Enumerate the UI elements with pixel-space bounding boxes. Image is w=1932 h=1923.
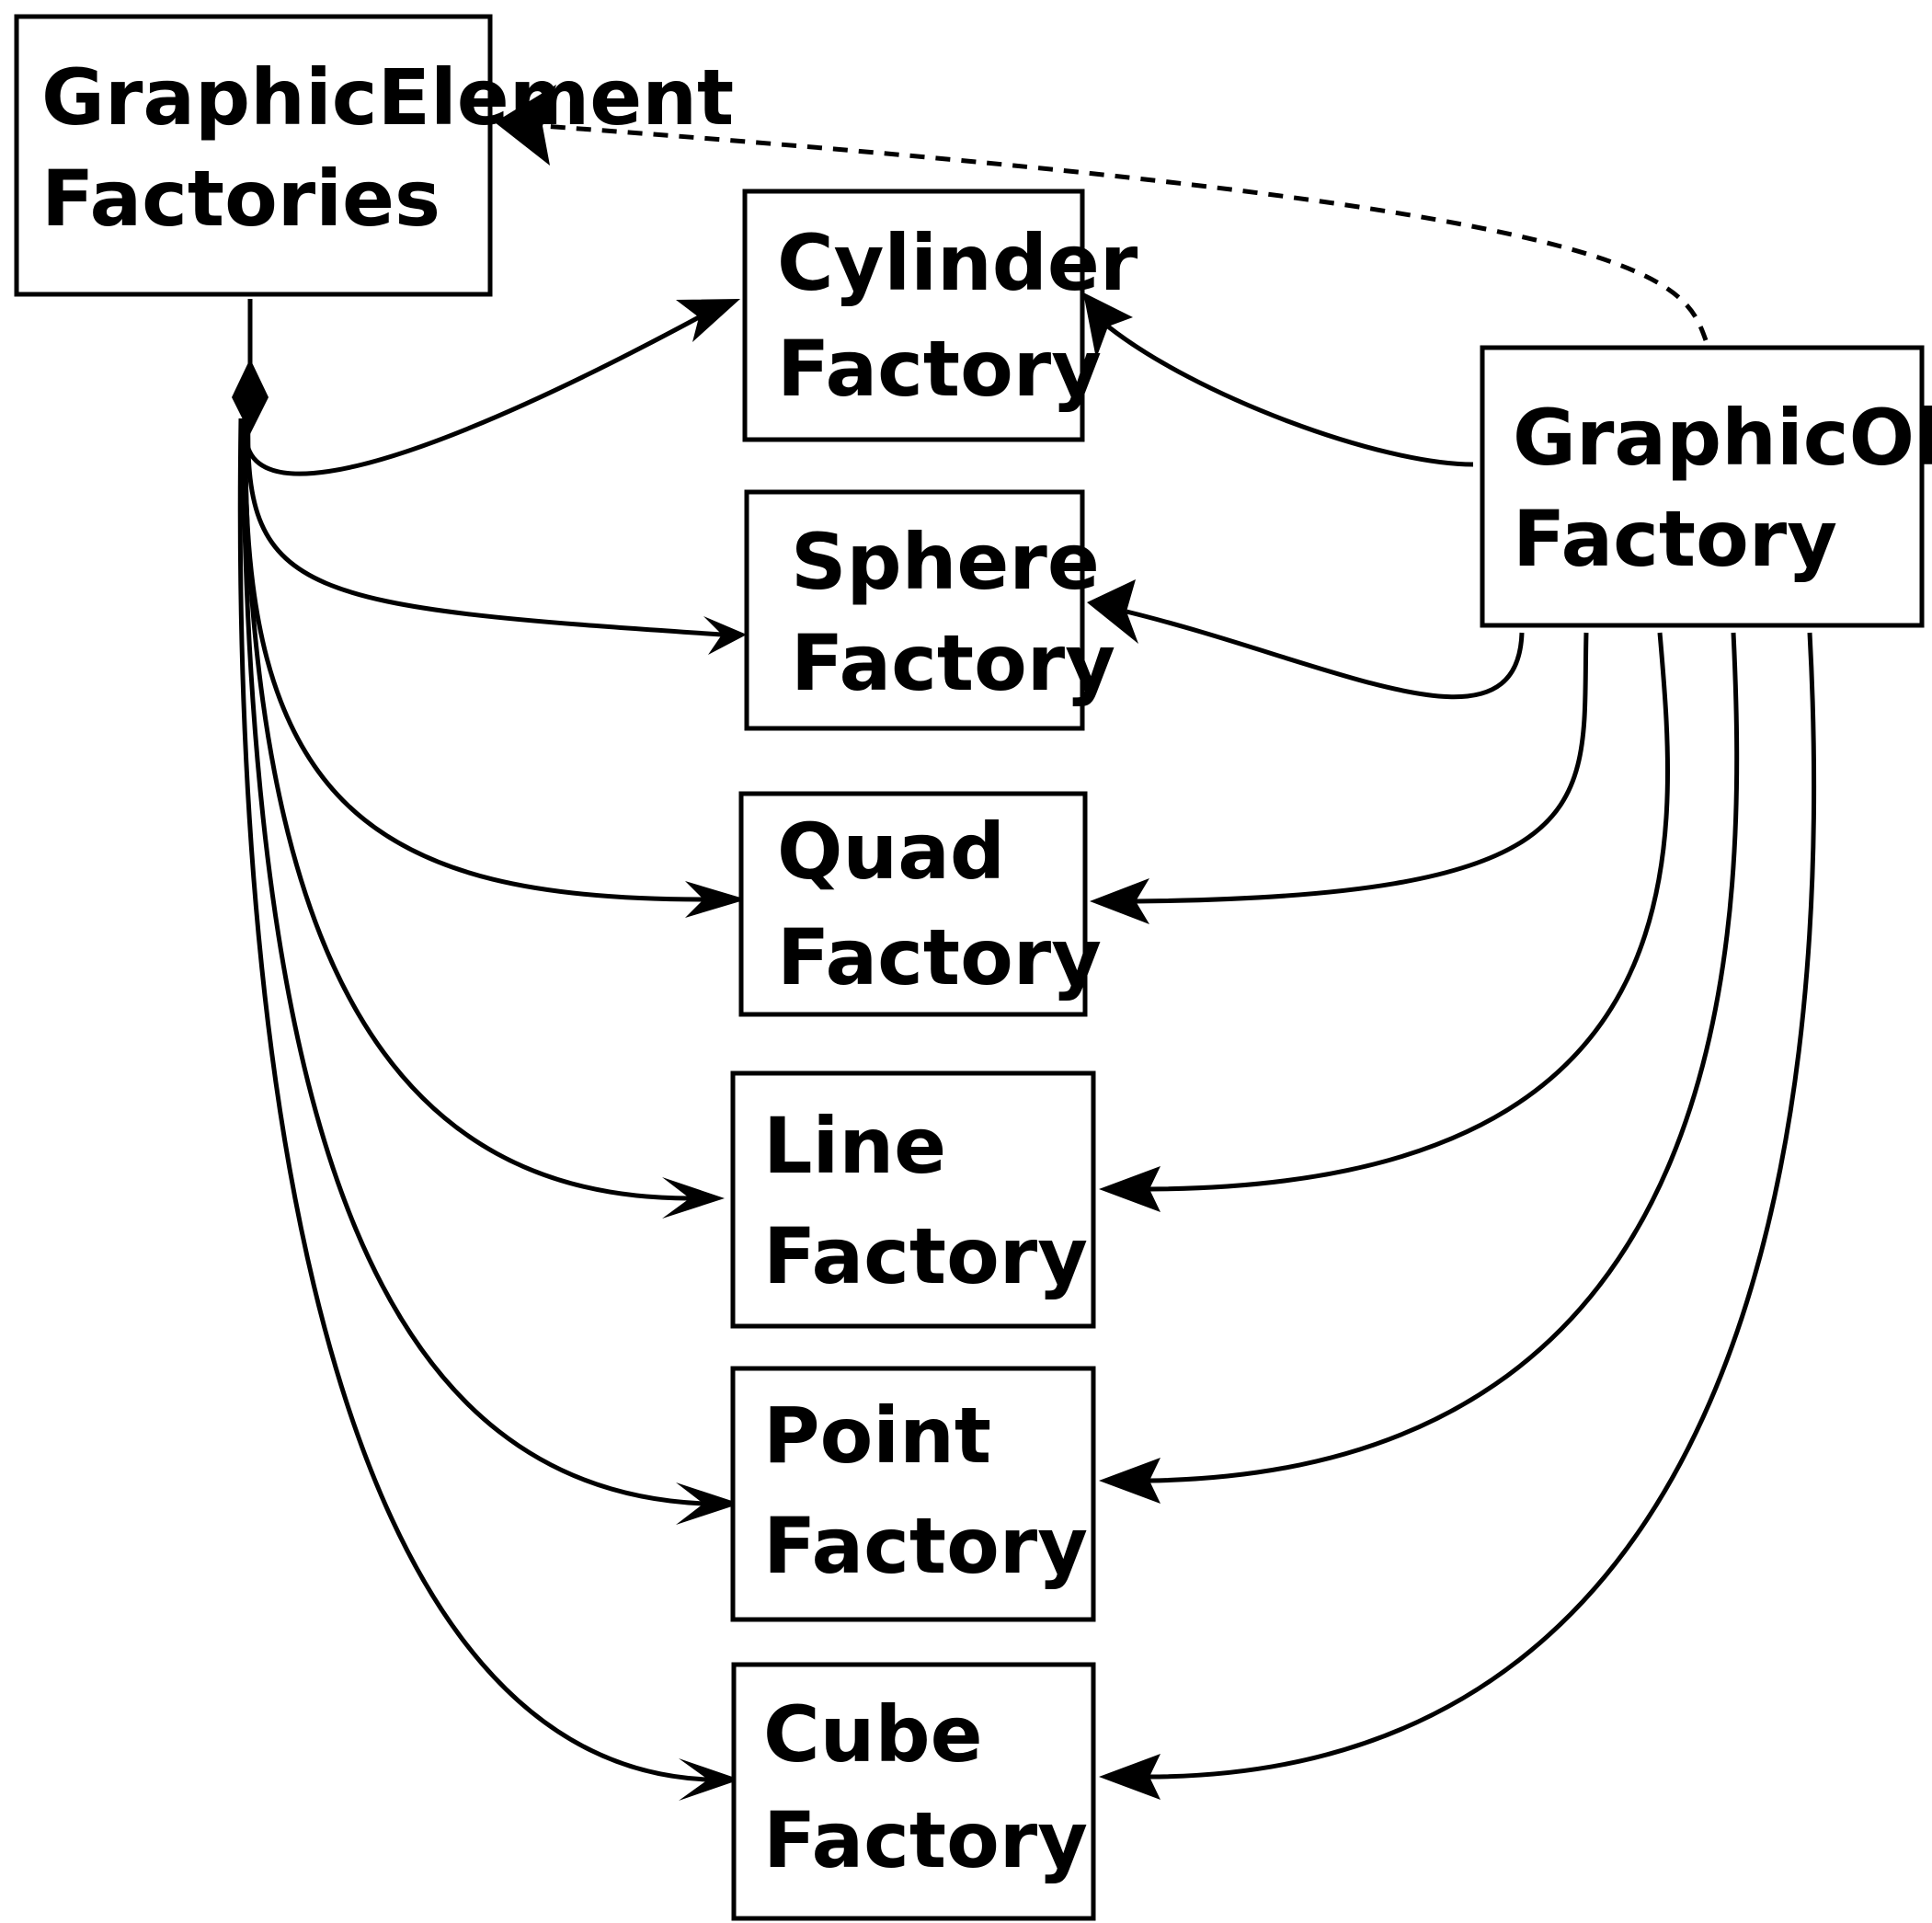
graphic-object-edges [542, 123, 1817, 1780]
edge-gef-to-point [240, 418, 704, 1506]
edge-gef-to-line [242, 418, 691, 1201]
dependency-arrow-icon [495, 85, 556, 166]
edge-gof-to-quad [1135, 632, 1589, 904]
node-sphere-factory: Sphere Factory [744, 489, 1115, 731]
arrow-icon [1090, 878, 1149, 924]
node-label-line1: Quad [777, 807, 1005, 897]
arrow-icon [1099, 1166, 1160, 1212]
node-label-line2: Factory [1513, 494, 1837, 584]
arrowheads [495, 85, 1160, 1801]
arrow-icon [703, 616, 747, 655]
edge-gef-to-quad [243, 418, 704, 902]
composition-diamond-icon [232, 359, 269, 434]
arrow-icon [676, 1482, 740, 1525]
edge-gof-to-cylinder [1106, 325, 1474, 467]
node-label-line2: Factory [763, 1211, 1088, 1301]
arrow-icon [662, 1177, 725, 1219]
node-label-line1: Point [763, 1391, 991, 1481]
edge-gof-to-point [1149, 632, 1740, 1483]
arrow-icon [1099, 1754, 1160, 1800]
edge-gef-to-cylinder [244, 315, 701, 476]
arrow-icon [676, 299, 740, 342]
node-label-line1: GraphicElement [41, 52, 734, 143]
node-label-line1: Cube [763, 1689, 983, 1780]
arrow-icon [1083, 292, 1133, 359]
node-quad-factory: Quad Factory [738, 791, 1102, 1017]
node-cube-factory: Cube Factory [731, 1662, 1096, 1921]
node-label-line2: Factories [41, 154, 440, 244]
node-label-line2: Factory [763, 1501, 1088, 1591]
arrow-icon [685, 881, 747, 918]
arrow-icon [1087, 579, 1138, 644]
node-label-line1: Sphere [791, 517, 1100, 607]
node-label-line1: Line [763, 1101, 946, 1191]
node-label-line2: Factory [777, 912, 1102, 1002]
edge-gef-to-cube [237, 418, 709, 1782]
node-label-line1: GraphicObject [1513, 393, 1932, 483]
arrow-icon [1099, 1458, 1160, 1504]
arrow-icon [679, 1758, 740, 1801]
node-graphic-object-factory: GraphicObject Factory [1480, 345, 1932, 628]
node-label-line2: Factory [791, 618, 1115, 708]
node-cylinder-factory: Cylinder Factory [742, 189, 1138, 442]
node-label-line2: Factory [763, 1795, 1088, 1885]
edge-gof-to-sphere [1126, 609, 1525, 700]
edge-gof-to-line [1149, 632, 1671, 1192]
node-label-line1: Cylinder [777, 218, 1138, 308]
node-graphic-element-factories: GraphicElement Factories [14, 14, 734, 297]
edge-gef-to-sphere [246, 418, 723, 637]
composition-edges [232, 299, 723, 1782]
node-label-line2: Factory [777, 324, 1102, 414]
node-line-factory: Line Factory [730, 1070, 1096, 1329]
edge-gof-to-cube [1149, 632, 1817, 1780]
edge-gof-to-gef-dependency [542, 123, 1709, 341]
node-point-factory: Point Factory [730, 1366, 1096, 1622]
